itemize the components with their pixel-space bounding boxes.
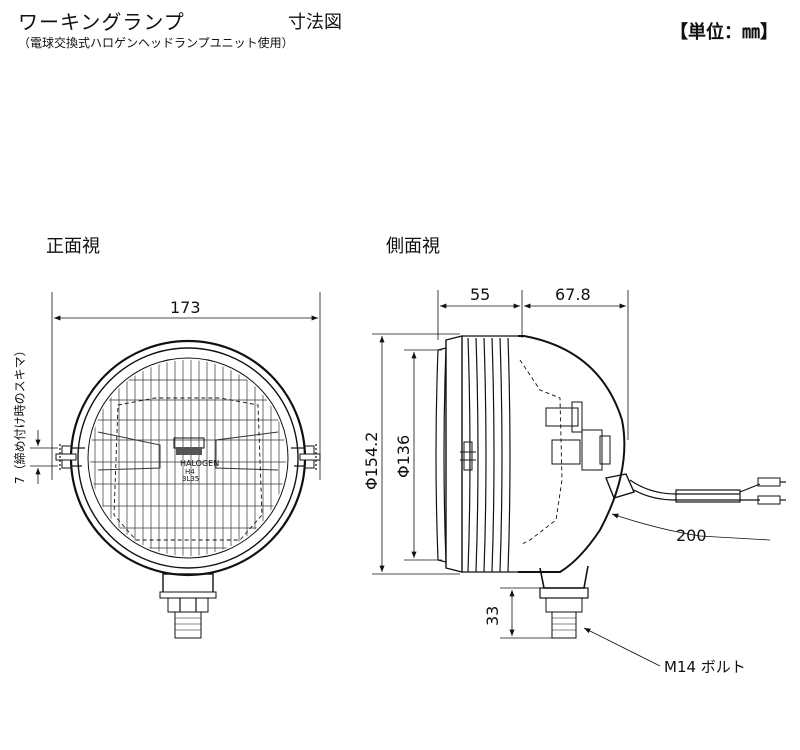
page-title: ワーキングランプ bbox=[18, 10, 185, 34]
right-mount-bracket bbox=[291, 444, 321, 472]
lens-marking-line2: H4 bbox=[185, 468, 195, 476]
front-base-bracket bbox=[159, 573, 217, 639]
bulb-socket bbox=[545, 401, 611, 471]
bolt-callout-leader bbox=[583, 627, 661, 667]
gap-dimension bbox=[30, 430, 58, 484]
width-value: 173 bbox=[170, 298, 201, 317]
lens-marking-line3: 3L35 bbox=[182, 475, 199, 483]
width-dimension bbox=[51, 292, 321, 480]
reflector-outline bbox=[113, 397, 263, 541]
front-view-label: 正面視 bbox=[46, 236, 100, 257]
inner-rim bbox=[77, 347, 299, 569]
lens-marking-line1: HALOGEN bbox=[180, 459, 219, 468]
diameter-dimensions bbox=[372, 333, 460, 575]
cable-length-value: 200 bbox=[676, 526, 707, 545]
inner-diameter-value: Φ136 bbox=[394, 435, 413, 478]
bolt-length-value: 33 bbox=[483, 606, 502, 626]
rim-grooves bbox=[462, 335, 518, 573]
side-view bbox=[372, 290, 786, 667]
housing-shell bbox=[518, 335, 626, 573]
side-lens bbox=[435, 347, 447, 563]
side-base-bracket bbox=[539, 565, 589, 639]
cable-leader bbox=[611, 513, 771, 541]
side-rim-bolt bbox=[460, 441, 476, 471]
gap-note: 7（締め付け時のスキマ） bbox=[12, 344, 27, 484]
depth-rear-value: 67.8 bbox=[555, 285, 591, 304]
bolt-length-dimension bbox=[500, 587, 552, 639]
cable bbox=[605, 473, 786, 505]
side-view-label: 側面視 bbox=[386, 236, 440, 257]
inner-reflector bbox=[519, 359, 563, 546]
depth-dimensions bbox=[437, 290, 629, 440]
page-subtitle: （電球交換式ハロゲンヘッドランプユニット使用） bbox=[18, 36, 294, 50]
unit-label: 【単位：㎜】 bbox=[670, 22, 778, 43]
front-view bbox=[30, 292, 321, 639]
outer-diameter-value: Φ154.2 bbox=[362, 432, 381, 490]
bolt-callout: M14 ボルト bbox=[664, 658, 746, 676]
side-rim bbox=[445, 335, 463, 573]
depth-front-value: 55 bbox=[470, 285, 490, 304]
lens-edge bbox=[87, 357, 289, 559]
document-type: 寸法図 bbox=[288, 12, 342, 33]
center-badge bbox=[173, 437, 205, 449]
left-mount-bracket bbox=[55, 444, 85, 472]
